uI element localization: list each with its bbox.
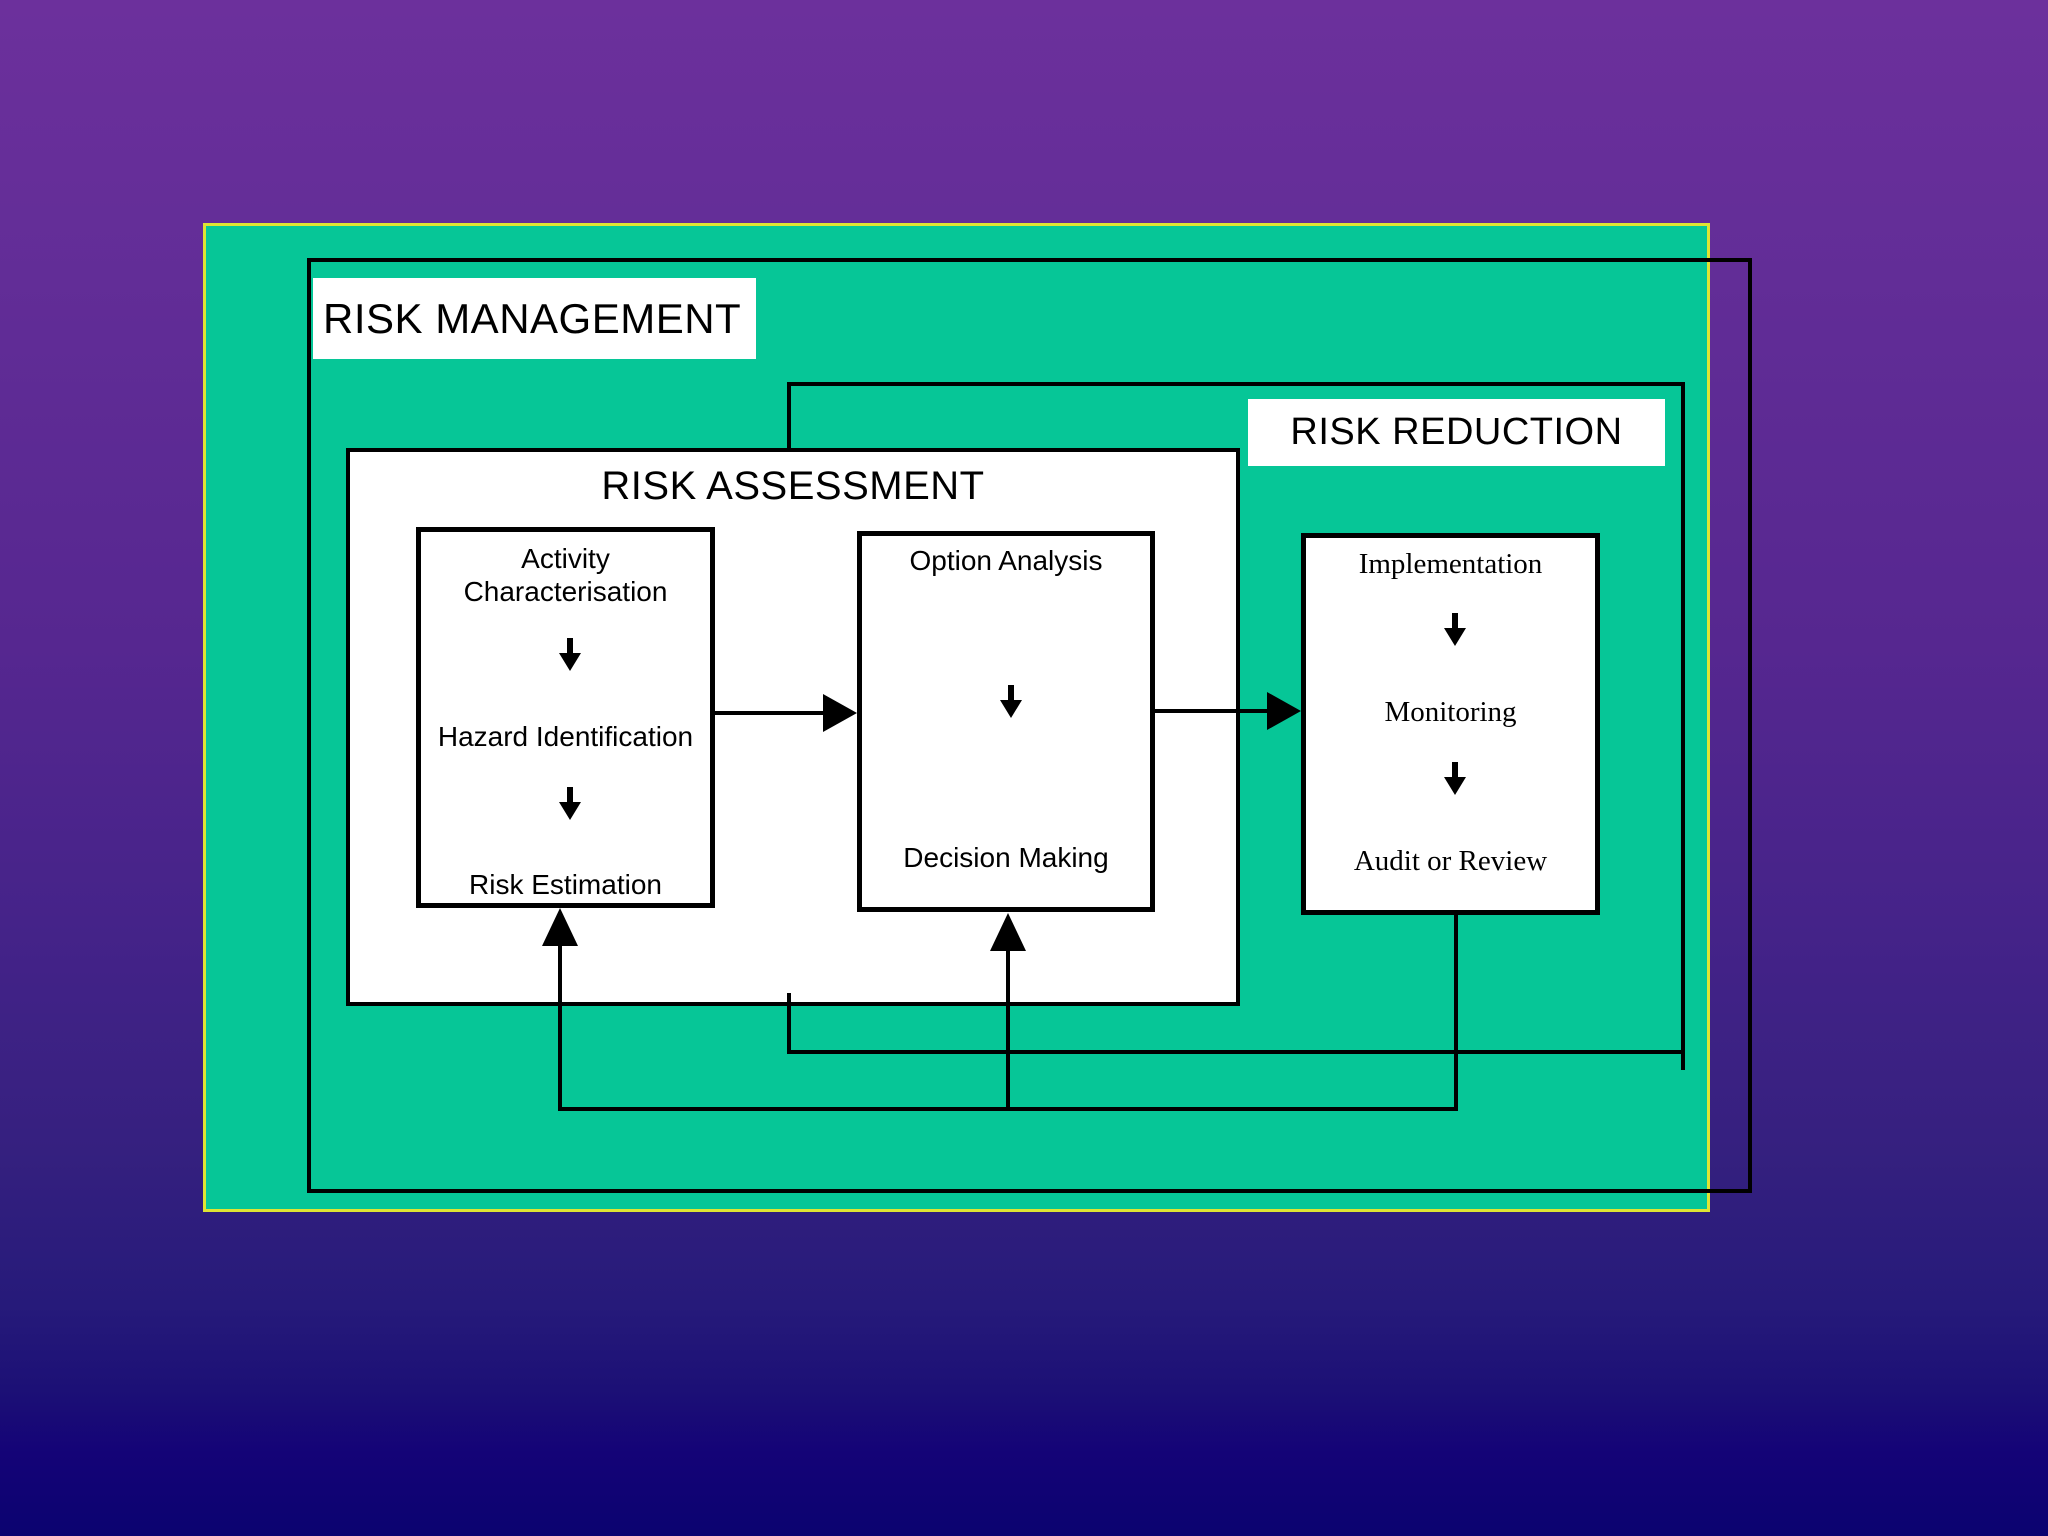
risk-management-outline [307,258,1752,1193]
reduction-loop-bottom-line [787,1050,1685,1054]
down-arrow-icon [1443,762,1467,796]
reduction-loop-top-line [787,382,1685,386]
activity-box: Activity Characterisation Hazard Identif… [416,527,715,908]
implementation-label: Implementation [1358,548,1543,580]
activity-characterisation-label: Activity Characterisation [463,543,668,607]
decision-making-label: Decision Making [903,842,1109,873]
reduction-loop-left-upper-line [787,382,791,448]
monitoring-label: Monitoring [1384,696,1517,728]
feedback-line-from-audit [1454,915,1458,1111]
down-arrow-icon [999,685,1023,719]
risk-reduction-title: RISK REDUCTION [1248,399,1665,466]
down-arrow-icon [558,638,582,672]
option-analysis-label: Option Analysis [909,545,1103,576]
risk-management-title: RISK MANAGEMENT [313,278,756,359]
risk-reduction-title-text: RISK REDUCTION [1290,411,1623,453]
feedback-arrow-up-icon [988,911,1028,1111]
reduction-loop-left-lower-line [787,993,791,1054]
option-analysis-box: Option Analysis Decision Making [857,531,1155,912]
flow-arrow-right-icon [1155,690,1301,732]
feedback-arrow-up-icon [540,906,580,1111]
flow-arrow-right-icon [715,692,857,734]
hazard-identification-label: Hazard Identification [437,721,694,752]
down-arrow-icon [558,787,582,821]
audit-or-review-label: Audit or Review [1353,845,1548,877]
implementation-box: Implementation Monitoring Audit or Revie… [1301,533,1600,915]
reduction-loop-right-line [1681,382,1685,1070]
down-arrow-icon [1443,613,1467,647]
risk-management-title-text: RISK MANAGEMENT [323,294,742,342]
feedback-bottom-line [558,1107,1458,1111]
risk-assessment-title: RISK ASSESSMENT [601,464,985,508]
risk-estimation-label: Risk Estimation [469,869,662,900]
